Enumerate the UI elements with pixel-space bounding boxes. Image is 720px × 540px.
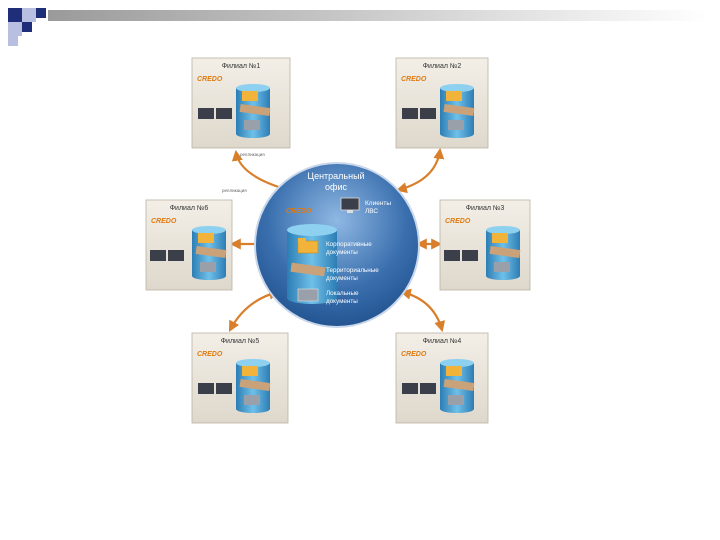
branch-logo: CREDO (151, 218, 177, 225)
arrow-branch-2 (395, 147, 445, 194)
branch-title: Филиал №1 (222, 63, 261, 70)
doc-label-2-line1: Территориальные (326, 267, 379, 274)
central-office: Центральный офис CREDO Клиенты ЛВС Корпо… (254, 162, 420, 328)
branch-title: Филиал №5 (221, 338, 260, 345)
doc-label-3-line1: Локальные (326, 290, 359, 297)
square-light-1 (22, 8, 36, 22)
link-label-2: репликация (222, 188, 247, 193)
arrow-branch-4 (399, 288, 446, 333)
corner-decoration (8, 8, 708, 46)
central-title-line1: Центральный (307, 171, 364, 181)
branch-box-1: Филиал №1 CREDO (191, 57, 291, 149)
branch-box-5: Филиал №5 CREDO (191, 332, 289, 424)
doc-label-2-line2: документы (326, 275, 358, 282)
branch-box-3: Филиал №3 CREDO (439, 199, 531, 291)
corporate-folder-icon (297, 238, 319, 254)
square-light-3 (8, 36, 18, 46)
branch-box-2: Филиал №2 CREDO (395, 57, 489, 149)
branch-title: Филиал №4 (423, 338, 462, 345)
branch-logo: CREDO (401, 76, 427, 83)
doc-label-3-line2: документы (326, 298, 358, 305)
square-dark-3 (22, 22, 32, 32)
clients-line2: ЛВС (365, 208, 378, 215)
branch-title: Филиал №3 (466, 205, 505, 212)
branch-title: Филиал №6 (170, 205, 209, 212)
territorial-tape-icon (290, 262, 326, 277)
branch-box-4: Филиал №4 CREDO (395, 332, 489, 424)
arrow-branch-5 (228, 288, 281, 332)
branch-logo: CREDO (445, 218, 471, 225)
local-docs-icon (297, 288, 319, 302)
link-label-1: репликация (240, 152, 265, 157)
doc-label-1-line1: Корпоративные (326, 241, 372, 248)
central-logo: CREDO (286, 208, 312, 215)
central-monitor-icon (340, 197, 360, 213)
square-dark-2 (36, 8, 46, 18)
branch-logo: CREDO (401, 351, 427, 358)
branch-title: Филиал №2 (423, 63, 462, 70)
clients-line1: Клиенты (365, 200, 391, 207)
branch-logo: CREDO (197, 351, 223, 358)
central-title-line2: офис (325, 182, 347, 192)
branch-logo: CREDO (197, 76, 223, 83)
square-dark-1 (8, 8, 22, 22)
doc-label-1-line2: документы (326, 249, 358, 256)
square-light-2 (8, 22, 22, 36)
title-bar-gradient (48, 10, 708, 21)
branch-box-6: Филиал №6 CREDO (145, 199, 233, 291)
